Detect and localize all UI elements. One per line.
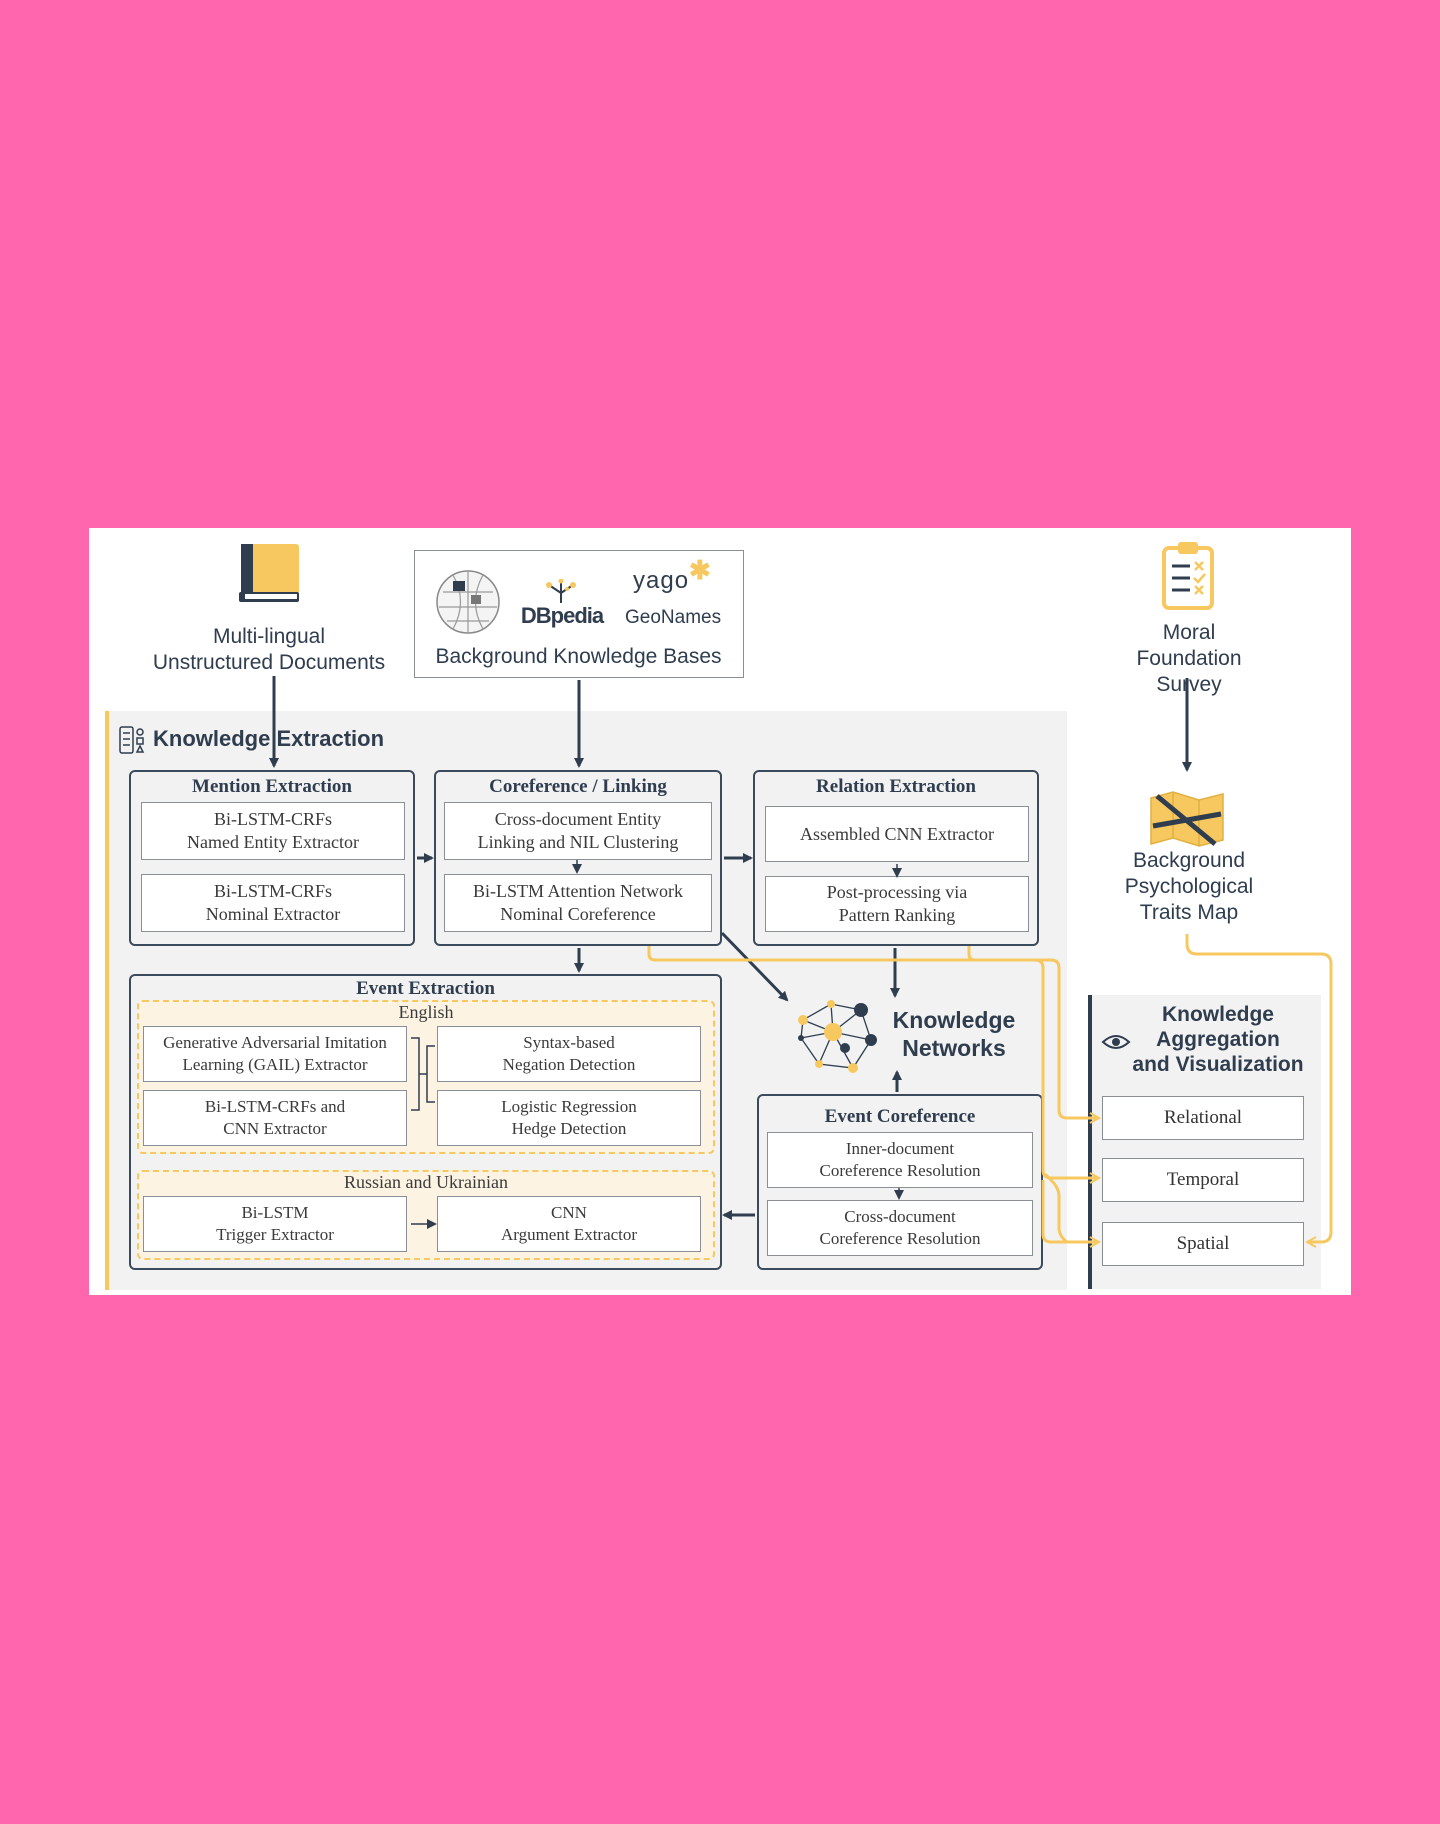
dbpedia-text: DBpedia <box>520 603 604 628</box>
aggregation-title: Knowledge Aggregation and Visualization <box>1132 1003 1304 1076</box>
negation-detection-box: Syntax-based Negation Detection <box>437 1026 701 1082</box>
book-icon <box>239 544 299 602</box>
aggregation-accent-bar <box>1088 995 1092 1289</box>
entity-linking-box: Cross-document Entity Linking and NIL Cl… <box>444 802 712 860</box>
knowledge-extraction-title: Knowledge Extraction <box>153 726 385 751</box>
coreference-linking-group: Coreference / Linking Cross-document Ent… <box>434 770 722 946</box>
temporal-view-box[interactable]: Temporal <box>1102 1158 1304 1202</box>
mention-extraction-title: Mention Extraction <box>192 776 352 797</box>
coreference-linking-title: Coreference / Linking <box>489 776 667 797</box>
mention-extraction-group: Mention Extraction Bi-LSTM-CRFs Named En… <box>129 770 415 946</box>
connector-arrows <box>269 676 1333 1295</box>
russian-ukrainian-label: Russian and Ukrainian <box>344 1172 508 1192</box>
gail-extractor-box: Generative Adversarial Imitation Learnin… <box>143 1026 407 1082</box>
documents-label: Multi-lingual Unstructured Documents <box>152 625 386 674</box>
knowledge-bases-box: DBpedia yago ✱ GeoNames Background Knowl… <box>414 550 744 678</box>
inner-doc-coref-box: Inner-document Coreference Resolution <box>767 1132 1033 1188</box>
cnn-extractor-box: Assembled CNN Extractor <box>765 806 1029 862</box>
wikipedia-globe-icon <box>436 570 500 634</box>
named-entity-extractor-box: Bi-LSTM-CRFs Named Entity Extractor <box>141 802 405 860</box>
knowledge-networks-label: Knowledge Networks <box>892 1007 1016 1061</box>
event-coreference-title: Event Coreference <box>824 1106 976 1127</box>
bilstm-cnn-extractor-box: Bi-LSTM-CRFs and CNN Extractor <box>143 1090 407 1146</box>
map-icon <box>1150 791 1224 847</box>
knowledge-extraction-accent-bar <box>105 711 109 1290</box>
geonames-logo: GeoNames <box>625 607 722 628</box>
english-label: English <box>398 1002 454 1022</box>
nominal-coreference-box: Bi-LSTM Attention Network Nominal Corefe… <box>444 874 712 932</box>
event-extraction-title: Event Extraction <box>356 978 495 999</box>
spatial-view-box[interactable]: Spatial <box>1102 1222 1304 1266</box>
network-graph-icon <box>798 1000 877 1073</box>
event-coreference-group: Event Coreference Inner-document Corefer… <box>757 1094 1043 1270</box>
dbpedia-logo: DBpedia <box>519 579 605 639</box>
cross-doc-coref-box: Cross-document Coreference Resolution <box>767 1200 1033 1256</box>
relation-extraction-group: Relation Extraction Assembled CNN Extrac… <box>753 770 1039 946</box>
russian-ukrainian-section: Russian and Ukrainian Bi-LSTM Trigger Ex… <box>137 1170 715 1260</box>
english-section: English Generative Adversarial Imitation… <box>137 1000 715 1154</box>
nominal-extractor-box: Bi-LSTM-CRFs Nominal Extractor <box>141 874 405 932</box>
trigger-extractor-box: Bi-LSTM Trigger Extractor <box>143 1196 407 1252</box>
traits-map-label: Background Psychological Traits Map <box>1124 849 1254 924</box>
form-icon <box>119 726 145 754</box>
diagram-card: Multi-lingual Unstructured Documents DBp… <box>89 528 1351 1295</box>
eye-icon <box>1101 1035 1131 1049</box>
yago-star-icon: ✱ <box>689 555 711 585</box>
yago-logo: yago <box>633 567 690 594</box>
dbpedia-tree-icon <box>546 579 576 603</box>
knowledge-bases-label: Background Knowledge Bases <box>435 645 722 668</box>
argument-extractor-box: CNN Argument Extractor <box>437 1196 701 1252</box>
relation-extraction-title: Relation Extraction <box>816 776 976 797</box>
clipboard-checklist-icon <box>1162 542 1214 610</box>
moral-survey-label: Moral Foundation Survey <box>1136 621 1242 696</box>
hedge-detection-box: Logistic Regression Hedge Detection <box>437 1090 701 1146</box>
relational-view-box[interactable]: Relational <box>1102 1096 1304 1140</box>
event-extraction-group: Event Extraction English Generative Adve… <box>129 974 722 1270</box>
